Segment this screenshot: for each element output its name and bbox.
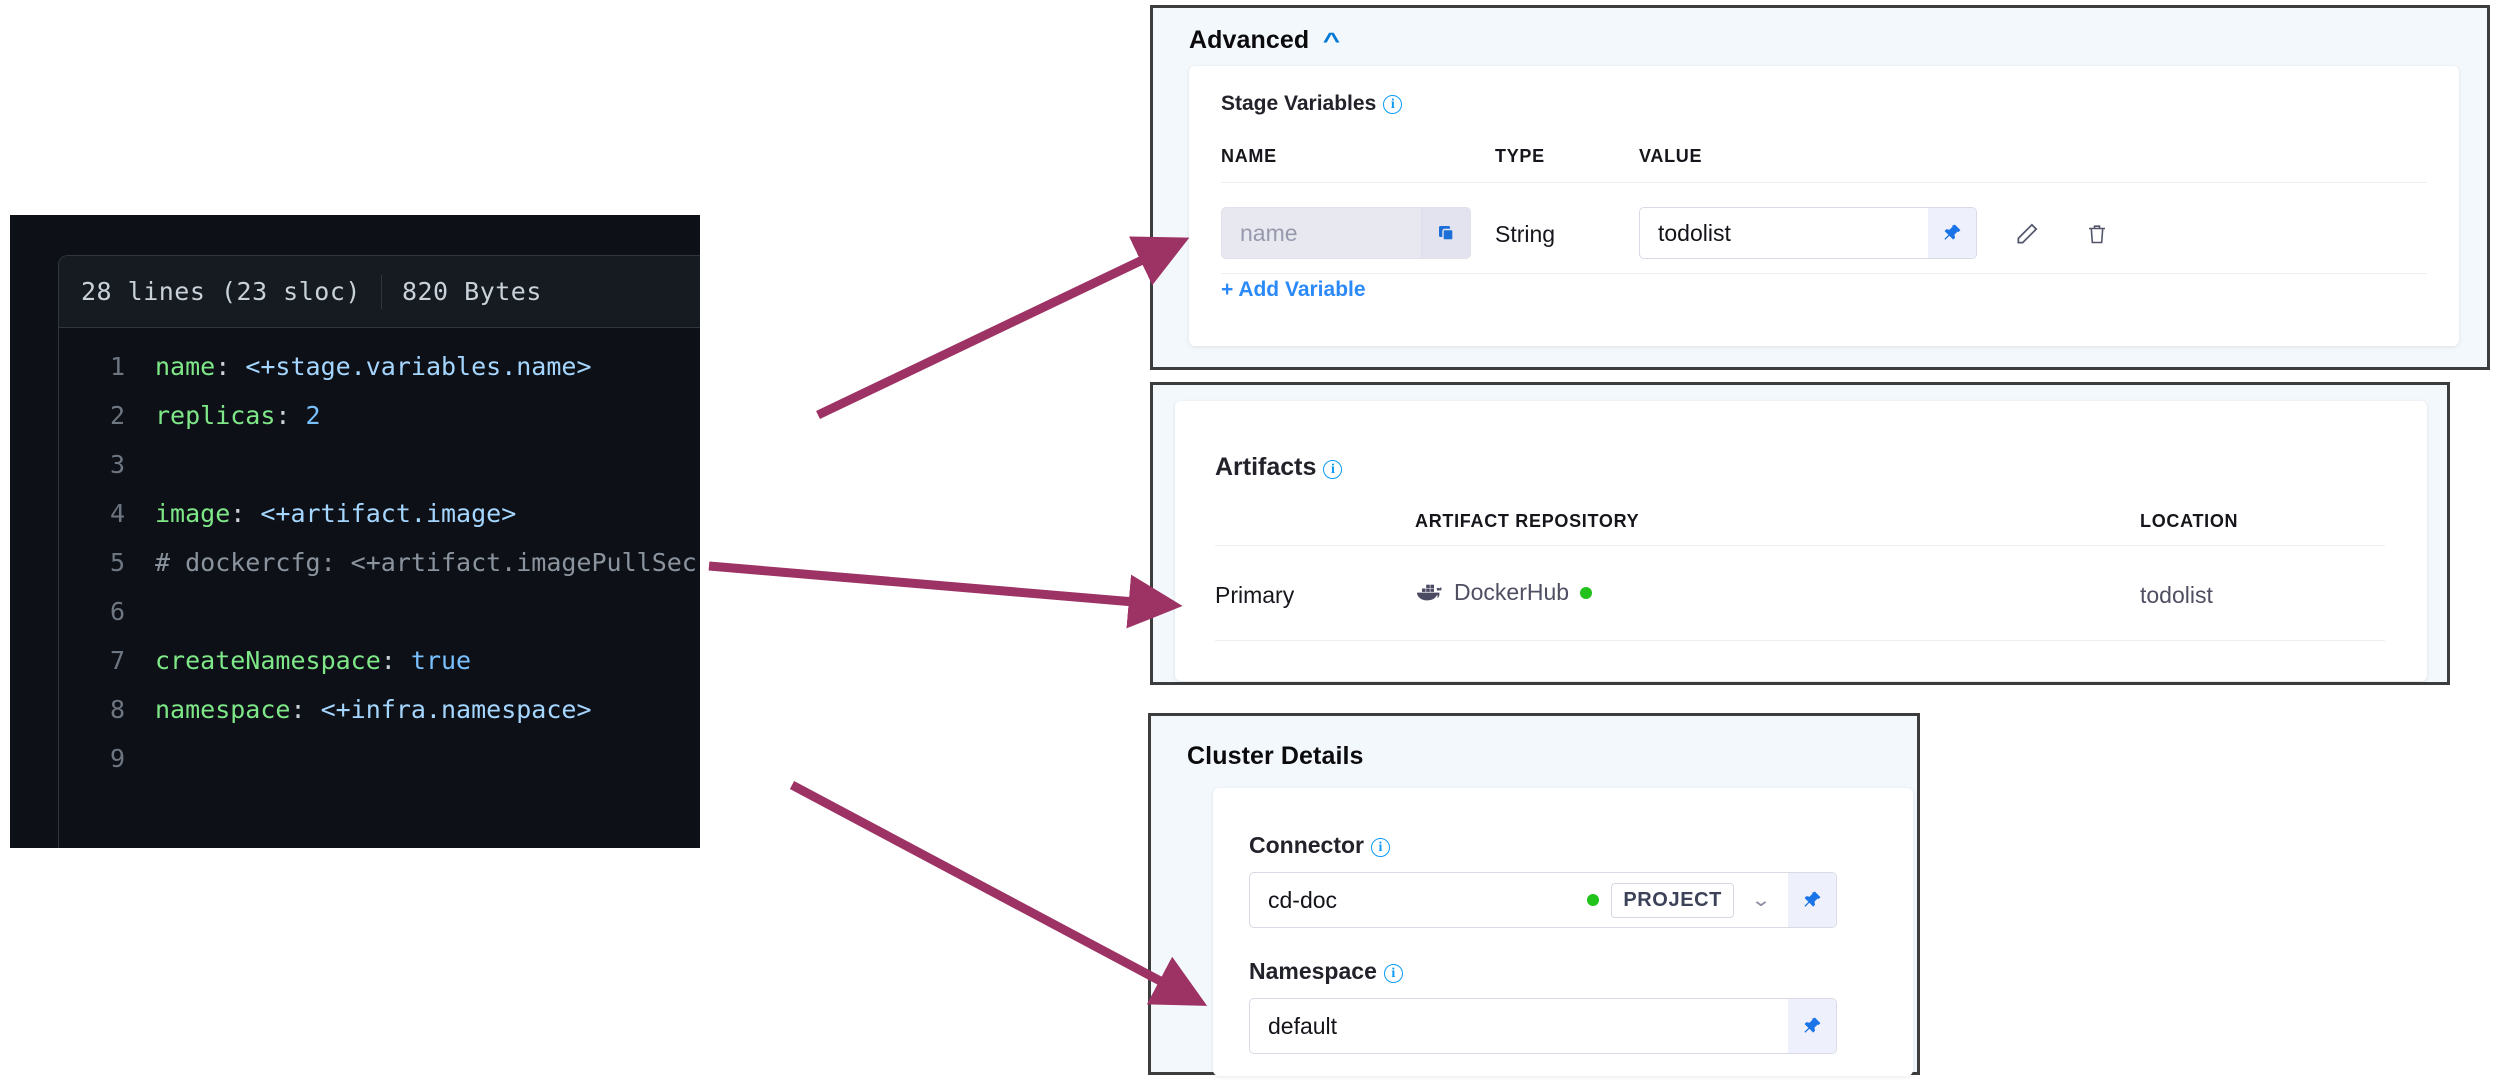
artifact-location: todolist xyxy=(2140,582,2213,608)
code-viewer: 28 lines (23 sloc) 820 Bytes 1 name: <+s… xyxy=(10,215,700,848)
table-header-row: ARTIFACT REPOSITORY LOCATION xyxy=(1215,511,2385,545)
green-status-dot xyxy=(1580,586,1593,599)
line-number: 2 xyxy=(109,401,125,430)
code-line: 3 xyxy=(59,440,700,489)
advanced-panel: Advanced ^ Stage Variables i NAME TYPE VA… xyxy=(1150,5,2490,370)
advanced-title: Advanced xyxy=(1189,26,1310,54)
code-line: 7 createNamespace: true xyxy=(59,636,700,685)
line-content: # dockercfg: <+artifact.imagePullSecret> xyxy=(155,548,700,577)
line-number: 4 xyxy=(109,499,125,528)
variable-name-input[interactable] xyxy=(1222,219,1421,247)
info-icon[interactable]: i xyxy=(1323,460,1343,479)
table-divider xyxy=(1221,182,2427,183)
chevron-up-icon[interactable]: ^ xyxy=(1322,28,1340,53)
variable-name-field[interactable] xyxy=(1221,207,1471,259)
stage-variables-title: Stage Variables xyxy=(1221,92,1377,115)
artifact-repository-name: DockerHub xyxy=(1454,579,1570,605)
green-status-dot xyxy=(1587,894,1600,906)
line-content: image: <+artifact.image> xyxy=(155,499,517,528)
table-divider xyxy=(1221,273,2427,274)
connector-label: Connector xyxy=(1249,832,1364,858)
line-number: 5 xyxy=(109,548,125,577)
variable-value-input[interactable] xyxy=(1640,219,1928,247)
table-divider xyxy=(1215,640,2385,641)
add-variable-button[interactable]: + Add Variable xyxy=(1221,278,1366,301)
artifacts-table: ARTIFACT REPOSITORY LOCATION Primary xyxy=(1215,511,2385,641)
cluster-details-card: Connector i PROJECT ⌄ Namespace i xyxy=(1213,788,1913,1076)
code-lines-count: 28 lines (23 sloc) xyxy=(81,277,361,306)
artifacts-panel: Artifacts i ARTIFACT REPOSITORY LOCATION … xyxy=(1150,382,2450,685)
advanced-header[interactable]: Advanced ^ xyxy=(1189,26,1340,55)
pin-icon[interactable] xyxy=(1928,208,1976,258)
code-file-size: 820 Bytes xyxy=(401,277,542,306)
scope-badge: PROJECT xyxy=(1611,882,1734,918)
connector-field[interactable]: PROJECT ⌄ xyxy=(1249,872,1837,928)
line-number: 3 xyxy=(109,450,125,479)
table-header-row: NAME TYPE VALUE xyxy=(1221,146,2427,176)
namespace-label: Namespace xyxy=(1249,958,1377,984)
artifacts-card: Artifacts i ARTIFACT REPOSITORY LOCATION … xyxy=(1175,401,2427,681)
trash-icon[interactable] xyxy=(2077,214,2117,254)
namespace-field[interactable] xyxy=(1249,998,1837,1054)
artifact-repository-cell[interactable]: DockerHub xyxy=(1415,579,1593,606)
info-icon[interactable]: i xyxy=(1371,838,1390,857)
namespace-input[interactable] xyxy=(1250,1012,1788,1040)
line-content: replicas: 2 xyxy=(155,401,321,430)
chevron-down-icon[interactable]: ⌄ xyxy=(1750,889,1772,911)
cluster-details-heading: Cluster Details xyxy=(1187,742,1364,771)
table-row: Primary DockerHub todolist xyxy=(1215,546,2385,640)
code-viewer-inner: 28 lines (23 sloc) 820 Bytes 1 name: <+s… xyxy=(58,255,700,848)
code-line: 6 xyxy=(59,587,700,636)
cluster-details-title: Cluster Details xyxy=(1187,742,1364,770)
code-lines: 1 name: <+stage.variables.name> 2 replic… xyxy=(59,328,700,783)
code-viewer-header: 28 lines (23 sloc) 820 Bytes xyxy=(59,256,700,328)
artifacts-title: Artifacts xyxy=(1215,453,1317,481)
cluster-details-panel: Cluster Details Connector i PROJECT ⌄ Nam… xyxy=(1148,713,1920,1076)
pencil-icon[interactable] xyxy=(2007,214,2047,254)
line-content: namespace: <+infra.namespace> xyxy=(155,695,592,724)
line-content: name: <+stage.variables.name> xyxy=(155,352,592,381)
connector-input[interactable] xyxy=(1250,886,1588,914)
code-line: 8 namespace: <+infra.namespace> xyxy=(59,685,700,734)
stage-variables-heading: Stage Variables i xyxy=(1221,92,1403,116)
arrow-infra-namespace xyxy=(789,781,1208,1006)
code-line: 9 xyxy=(59,734,700,783)
code-line: 5 # dockercfg: <+artifact.imagePullSecre… xyxy=(59,538,700,587)
arrow-artifact-image xyxy=(708,561,1183,629)
pin-icon[interactable] xyxy=(1788,999,1836,1053)
stage-variables-table: NAME TYPE VALUE String xyxy=(1221,146,2427,274)
pin-icon[interactable] xyxy=(1788,873,1836,927)
artifacts-heading: Artifacts i xyxy=(1215,453,1343,482)
variable-type-value: String xyxy=(1495,221,1556,247)
column-header-value: VALUE xyxy=(1639,146,1703,166)
stage-variables-card: Stage Variables i NAME TYPE VALUE String xyxy=(1189,66,2459,346)
table-divider xyxy=(1215,545,2385,546)
line-number: 7 xyxy=(109,646,125,675)
docker-icon xyxy=(1417,584,1442,600)
line-content: createNamespace: true xyxy=(155,646,472,675)
copy-icon[interactable] xyxy=(1421,208,1470,258)
line-number: 9 xyxy=(109,744,125,773)
column-header-artifact-repository: ARTIFACT REPOSITORY xyxy=(1415,511,1640,531)
line-number: 8 xyxy=(109,695,125,724)
column-header-name: NAME xyxy=(1221,146,1277,166)
header-divider xyxy=(380,274,382,309)
info-icon[interactable]: i xyxy=(1383,964,1403,983)
column-header-type: TYPE xyxy=(1495,146,1545,166)
table-row: String xyxy=(1221,183,2427,273)
variable-value-field[interactable] xyxy=(1639,207,1977,259)
code-line: 1 name: <+stage.variables.name> xyxy=(59,342,700,391)
line-number: 1 xyxy=(109,352,125,381)
code-line: 4 image: <+artifact.image> xyxy=(59,489,700,538)
namespace-label-row: Namespace i xyxy=(1249,958,1403,985)
line-number: 6 xyxy=(109,597,125,626)
info-icon[interactable]: i xyxy=(1383,95,1403,114)
code-line: 2 replicas: 2 xyxy=(59,391,700,440)
artifact-type: Primary xyxy=(1215,582,1295,608)
connector-label-row: Connector i xyxy=(1249,832,1390,859)
arrow-name-variable xyxy=(816,236,1190,420)
column-header-location: LOCATION xyxy=(2140,511,2239,531)
